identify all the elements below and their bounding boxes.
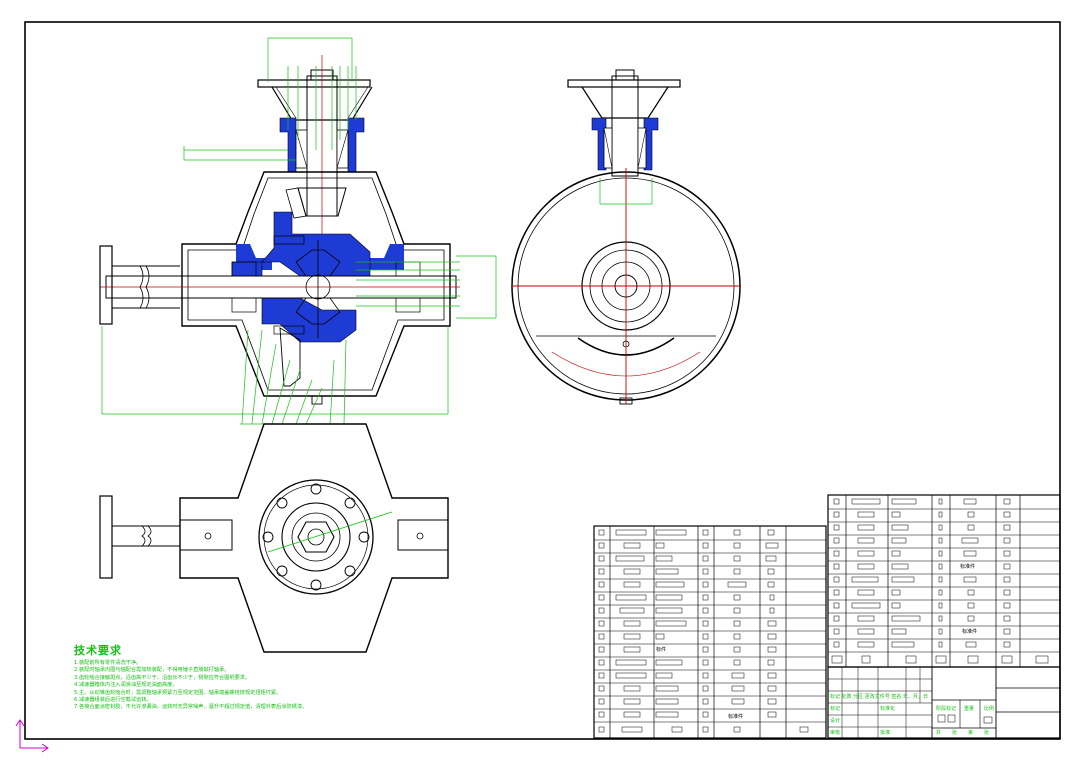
title-block-label-review: 审核 bbox=[830, 730, 841, 736]
side-view bbox=[511, 69, 741, 405]
front-section-view bbox=[99, 37, 497, 425]
requirement-line: 1.装配前所有零件清洗干净。 bbox=[74, 660, 142, 666]
bom-table-left bbox=[593, 525, 827, 739]
technical-requirements: 技术要求 1.装配前所有零件清洗干净。 2.装配时轴承内圈与轴配合需加热装配，不… bbox=[74, 642, 374, 712]
bom-cell-mark: 标件 bbox=[656, 647, 667, 653]
requirement-line: 7.各接合面涂密封胶，不允许渗漏油，运转时无异常噪声，温升不超过规定值，清理外表… bbox=[74, 704, 308, 711]
bom-cell-mark: 标准件 bbox=[728, 714, 744, 720]
requirement-line: 4.减速器箱体内注入润滑油至规定油面高度。 bbox=[74, 682, 178, 689]
ucs-icon bbox=[15, 719, 49, 753]
bom-cell-mark: 标准件 bbox=[962, 629, 978, 635]
requirement-line: 2.装配时轴承内圈与轴配合需加热装配，不得用锤子直接敲打轴承。 bbox=[74, 667, 230, 674]
bom-table-right bbox=[827, 494, 1061, 668]
title-block-label-mark: 标记 bbox=[830, 706, 841, 712]
front-dimensions bbox=[101, 37, 497, 425]
title-block bbox=[827, 666, 1061, 739]
requirement-line: 5.主、从动锥齿轮啮合时，需调整轴承预紧力至规定范围，轴承端盖螺栓按规定扭矩拧紧… bbox=[74, 689, 282, 696]
sheet-border bbox=[24, 21, 1061, 740]
title-block-scale: 比例 bbox=[984, 706, 995, 712]
requirement-line: 3.齿轮啮合接触斑点，沿齿高不少于，沿齿长不少于，侧隙应符合图纸要求。 bbox=[74, 674, 251, 681]
bom-cell-mark: 标准件 bbox=[960, 564, 976, 570]
top-view bbox=[99, 423, 449, 653]
title-block-stage: 阶段标记 bbox=[936, 706, 957, 712]
title-block-sheet-unit-2: 张 bbox=[984, 730, 990, 736]
title-block-standardization: 标准化 bbox=[880, 706, 896, 712]
title-block-weight: 重量 bbox=[964, 706, 975, 712]
requirement-line: 6.减速器组装后进行空载试运转。 bbox=[74, 697, 152, 704]
title-block-sheet-number: 第 bbox=[968, 730, 974, 736]
title-block-approval: 批准 bbox=[880, 730, 891, 736]
title-block-sheet-total: 共 bbox=[936, 730, 942, 736]
technical-requirements-title: 技术要求 bbox=[74, 644, 122, 657]
title-block-sheet-unit: 张 bbox=[952, 730, 958, 736]
title-block-label-design: 设计 bbox=[830, 718, 841, 724]
title-block-revision-row: 标记 处数 分区 更改文件号 签名 年、月、日 bbox=[830, 694, 928, 700]
